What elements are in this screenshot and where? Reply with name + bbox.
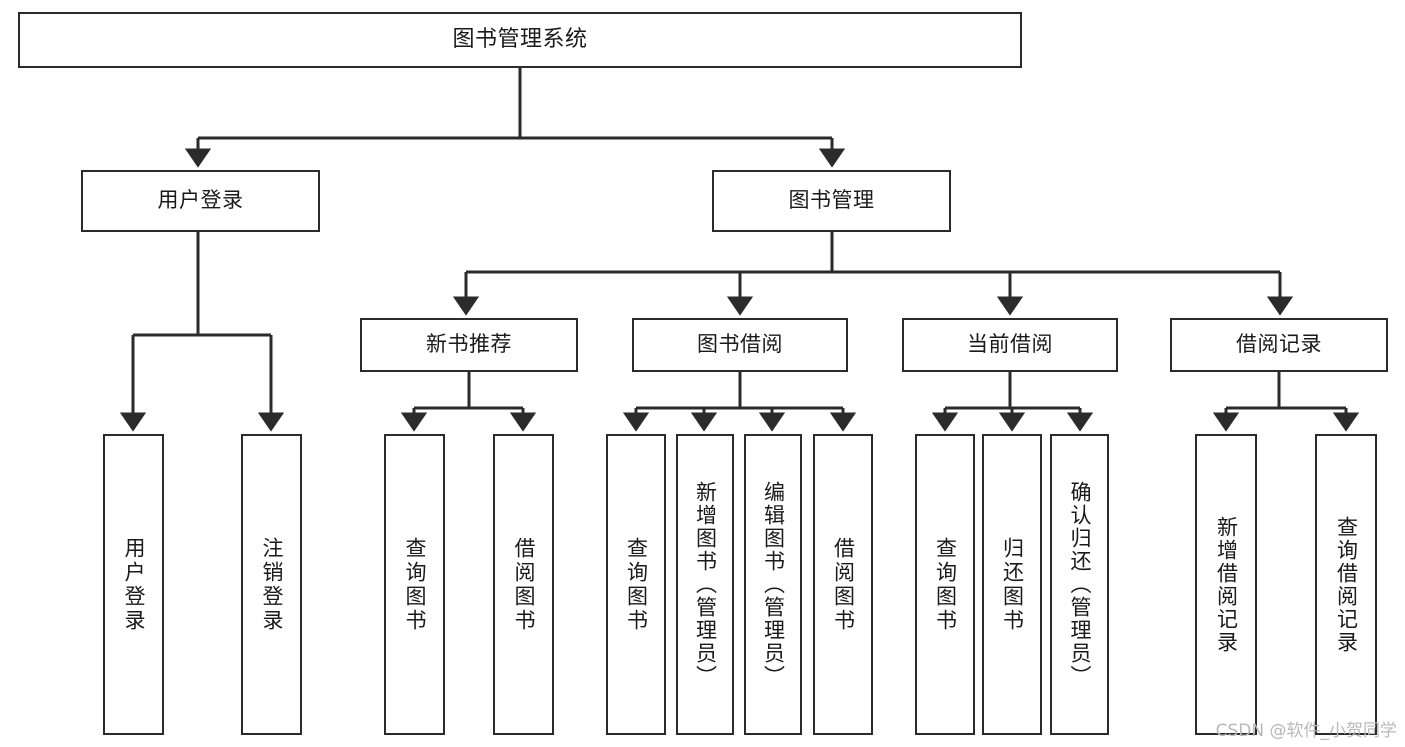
node-new-book-recommend[interactable]: 新书推荐	[360, 318, 578, 372]
leaf-new-book-1[interactable]: 查询图书	[384, 434, 445, 735]
node-book-manage-label: 图书管理	[788, 188, 875, 213]
node-user-login-label: 用户登录	[157, 188, 244, 213]
leaf-current-borrow-1[interactable]: 查询图书	[915, 434, 975, 735]
node-current-borrow-label: 当前借阅	[967, 332, 1053, 357]
node-root[interactable]: 图书管理系统	[18, 12, 1022, 68]
leaf-borrow-record-2[interactable]: 查询借阅记录	[1315, 434, 1377, 735]
leaf-book-borrow-4[interactable]: 借阅图书	[813, 434, 873, 735]
leaf-book-borrow-1-label: 查询图书	[624, 536, 649, 633]
leaf-book-borrow-2[interactable]: 新增图书（管理员）	[676, 434, 734, 735]
node-book-manage[interactable]: 图书管理	[712, 170, 951, 232]
leaf-current-borrow-3-label: 确认归还（管理员）	[1068, 481, 1092, 688]
node-current-borrow[interactable]: 当前借阅	[902, 318, 1118, 372]
node-book-borrow-label: 图书借阅	[697, 332, 783, 357]
leaf-borrow-record-1-label: 新增借阅记录	[1214, 515, 1239, 654]
leaf-book-borrow-1[interactable]: 查询图书	[606, 434, 666, 735]
leaf-new-book-1-label: 查询图书	[403, 536, 427, 633]
watermark: CSDN @软件_小贺同学	[1215, 721, 1397, 741]
node-new-book-recommend-label: 新书推荐	[426, 332, 512, 357]
leaf-current-borrow-1-label: 查询图书	[933, 536, 958, 633]
node-borrow-record-label: 借阅记录	[1236, 332, 1322, 357]
leaf-book-borrow-3[interactable]: 编辑图书（管理员）	[744, 434, 802, 735]
leaf-user-login-2-label: 注销登录	[260, 536, 284, 633]
node-root-label: 图书管理系统	[452, 26, 588, 52]
leaf-book-borrow-3-label: 编辑图书（管理员）	[761, 481, 786, 688]
node-user-login[interactable]: 用户登录	[81, 170, 320, 232]
leaf-book-borrow-4-label: 借阅图书	[831, 536, 856, 633]
node-borrow-record[interactable]: 借阅记录	[1170, 318, 1388, 372]
leaf-new-book-2-label: 借阅图书	[512, 536, 536, 633]
leaf-user-login-1-label: 用户登录	[122, 536, 146, 633]
leaf-borrow-record-2-label: 查询借阅记录	[1334, 515, 1359, 654]
leaf-book-borrow-2-label: 新增图书（管理员）	[693, 481, 718, 688]
leaf-current-borrow-2-label: 归还图书	[1000, 536, 1025, 633]
leaf-current-borrow-2[interactable]: 归还图书	[982, 434, 1042, 735]
leaf-user-login-2[interactable]: 注销登录	[241, 434, 302, 735]
node-book-borrow[interactable]: 图书借阅	[632, 318, 848, 372]
leaf-current-borrow-3[interactable]: 确认归还（管理员）	[1050, 434, 1109, 735]
leaf-new-book-2[interactable]: 借阅图书	[493, 434, 554, 735]
leaf-borrow-record-1[interactable]: 新增借阅记录	[1195, 434, 1257, 735]
leaf-user-login-1[interactable]: 用户登录	[103, 434, 164, 735]
